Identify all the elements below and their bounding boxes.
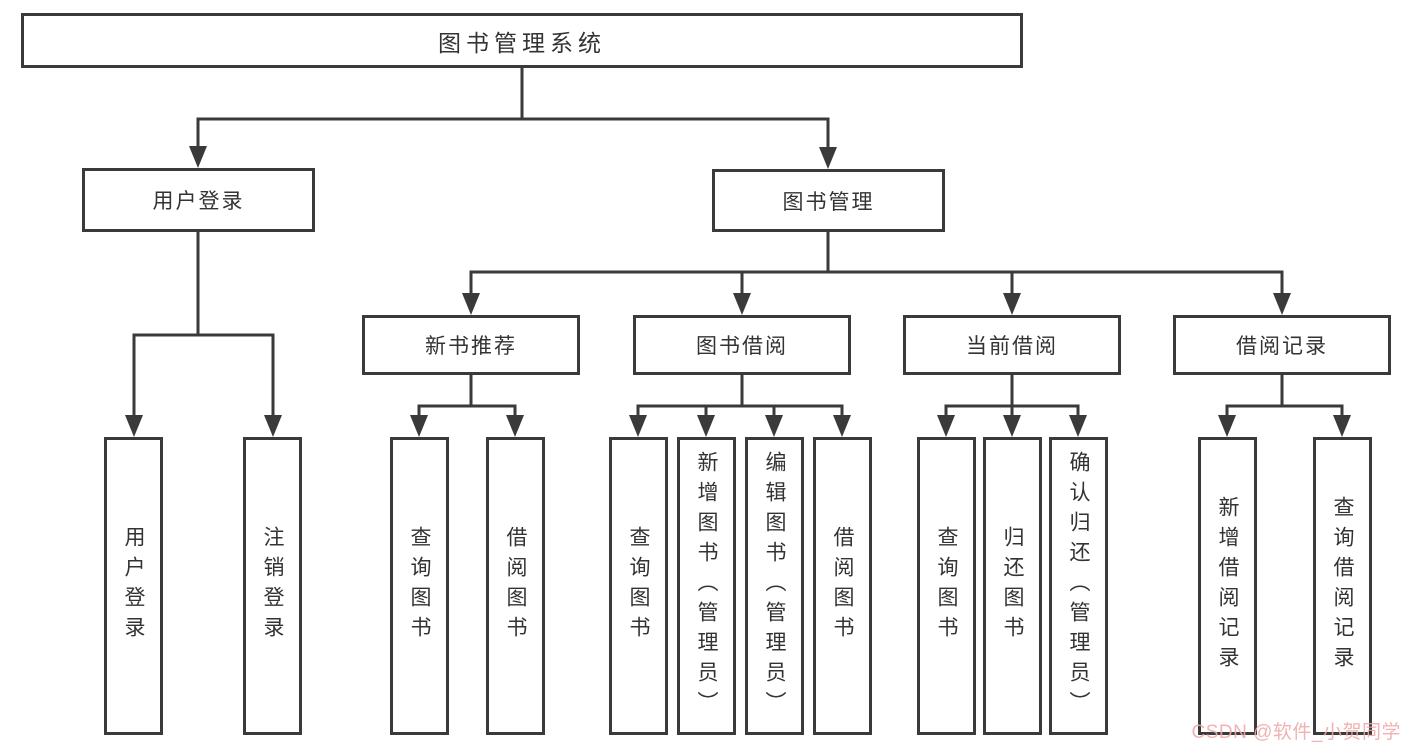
arrowhead	[629, 415, 647, 437]
leaf-records-query-record: 查询借阅记录	[1313, 437, 1372, 735]
leaf-newbooks-query-books: 查询图书	[390, 437, 449, 735]
arrowhead	[1218, 415, 1236, 437]
leaf-user-login: 用户登录	[104, 437, 163, 735]
arrowhead	[1003, 415, 1021, 437]
arrowhead	[733, 293, 751, 315]
arrowhead	[937, 415, 955, 437]
arrowhead	[264, 415, 282, 437]
leaf-borrow-edit-books-admin: 编辑图书（管理员）	[745, 437, 804, 735]
leaf-newbooks-borrow-books: 借阅图书	[486, 437, 545, 735]
node-book-borrowing: 图书借阅	[633, 315, 851, 375]
arrowhead	[1273, 293, 1291, 315]
arrowhead	[189, 146, 207, 168]
arrowhead	[765, 415, 783, 437]
node-borrowing-records: 借阅记录	[1173, 315, 1391, 375]
leaf-current-confirm-return-admin: 确认归还（管理员）	[1049, 437, 1108, 735]
arrowhead	[833, 415, 851, 437]
arrowhead	[819, 147, 837, 169]
arrowhead	[506, 415, 524, 437]
arrowhead	[410, 415, 428, 437]
leaf-borrow-add-books-admin: 新增图书（管理员）	[677, 437, 736, 735]
node-book-management: 图书管理	[712, 169, 945, 232]
leaf-borrow-borrow-books: 借阅图书	[813, 437, 872, 735]
leaf-current-query-books: 查询图书	[917, 437, 976, 735]
node-new-book-recommend: 新书推荐	[362, 315, 580, 375]
node-user-login: 用户登录	[82, 168, 315, 232]
arrowhead	[697, 415, 715, 437]
node-library-management-system: 图书管理系统	[21, 13, 1023, 68]
leaf-current-return-books: 归还图书	[983, 437, 1042, 735]
node-current-borrowing: 当前借阅	[903, 315, 1121, 375]
leaf-logout-login: 注销登录	[243, 437, 302, 735]
leaf-borrow-query-books: 查询图书	[609, 437, 668, 735]
arrowhead	[125, 415, 143, 437]
leaf-records-add-record: 新增借阅记录	[1198, 437, 1257, 735]
arrowhead	[1333, 415, 1351, 437]
arrowhead	[1069, 415, 1087, 437]
arrowhead	[462, 293, 480, 315]
arrowhead	[1003, 293, 1021, 315]
